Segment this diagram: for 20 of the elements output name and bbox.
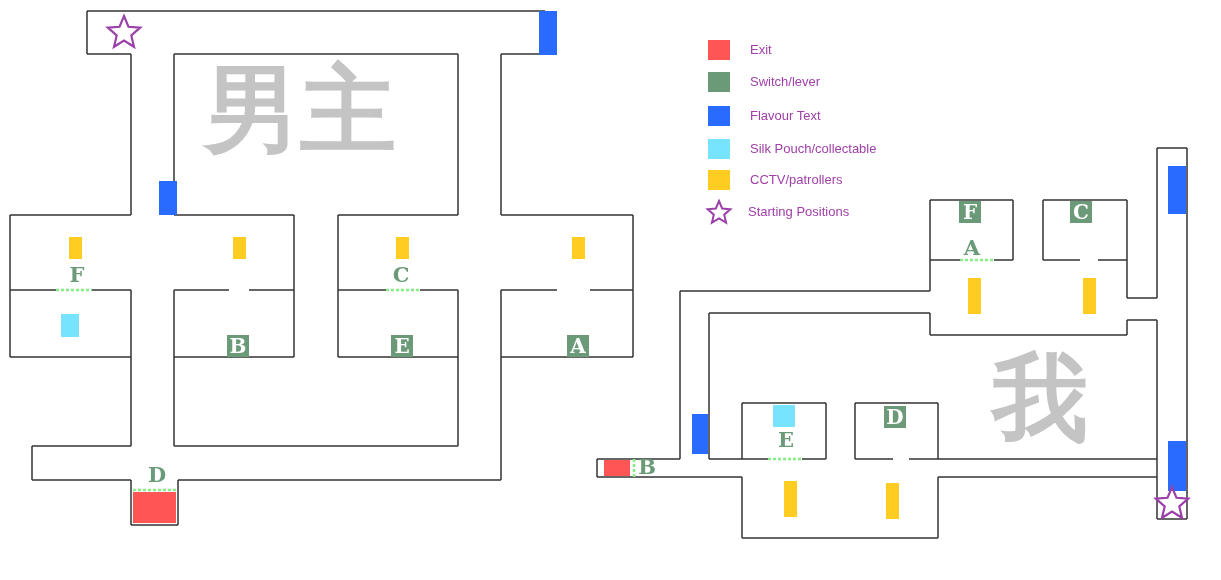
- legend-text: Flavour Text: [750, 108, 821, 124]
- legend-text: Starting Positions: [748, 204, 850, 220]
- lever-marker: A: [567, 335, 589, 357]
- legend-text: Silk Pouch/collectable: [750, 141, 877, 157]
- lever-marker: D: [884, 406, 906, 428]
- lever-marker: B: [227, 335, 249, 357]
- lever-letter: F: [69, 264, 85, 286]
- legend-text: Switch/lever: [750, 74, 821, 90]
- lever-marker: E: [391, 335, 413, 357]
- area-label: 男主: [204, 58, 396, 162]
- legend-text: Exit: [750, 42, 772, 58]
- lever-letter: C: [392, 264, 410, 286]
- lever-letter: A: [963, 237, 981, 259]
- legend-text: CCTV/patrollers: [750, 172, 843, 188]
- lever-marker: C: [1070, 201, 1092, 223]
- area-label: 我: [992, 346, 1088, 450]
- lever-letter: D: [147, 464, 167, 486]
- lever-marker: F: [959, 201, 981, 223]
- lever-letter: B: [638, 456, 656, 478]
- lever-letter: E: [778, 429, 794, 451]
